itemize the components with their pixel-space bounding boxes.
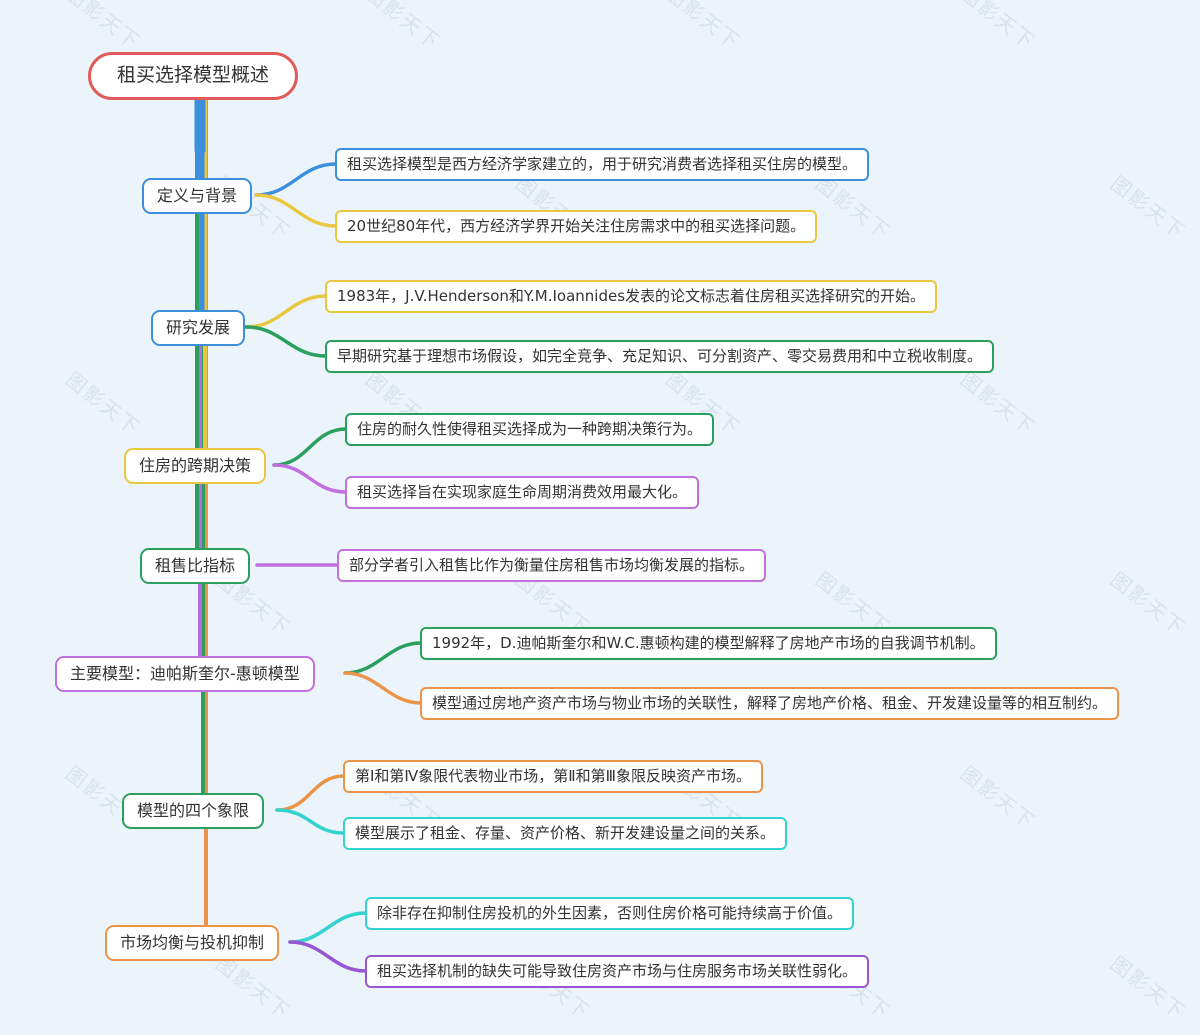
connector-b2-l1: [244, 294, 328, 329]
connector-b2-l2: [244, 325, 328, 358]
connector-b1-l1: [254, 162, 338, 197]
leaf-1980s-background[interactable]: 20世纪80年代，西方经济学界开始关注住房需求中的租买选择问题。: [335, 210, 818, 243]
branch-rent-sale-ratio[interactable]: 租售比指标: [140, 548, 251, 584]
connector-b3-l1: [272, 427, 348, 467]
branch-dipasquale-wheaton-model[interactable]: 主要模型：迪帕斯奎尔-惠顿模型: [55, 656, 315, 692]
leaf-lifecycle-utility[interactable]: 租买选择旨在实现家庭生命周期消费效用最大化。: [345, 476, 700, 509]
connector-b5-l1: [343, 641, 423, 675]
leaf-quadrant-relations[interactable]: 模型展示了租金、存量、资产价格、新开发建设量之间的关系。: [343, 817, 788, 850]
branch-market-equilibrium[interactable]: 市场均衡与投机抑制: [105, 925, 280, 961]
leaf-ideal-market-assumptions[interactable]: 早期研究基于理想市场假设，如完全竞争、充足知识、可分割资产、零交易费用和中立税收…: [325, 340, 995, 373]
connector-b1-l2: [254, 193, 338, 228]
branch-definition-background[interactable]: 定义与背景: [142, 178, 253, 214]
branch-research-development[interactable]: 研究发展: [151, 310, 246, 346]
branch-four-quadrants[interactable]: 模型的四个象限: [122, 793, 265, 829]
connector-b6-l2: [275, 808, 346, 835]
connector-b6-l1: [275, 774, 346, 812]
root-node[interactable]: 租买选择模型概述: [88, 52, 299, 100]
connector-b7-l1: [288, 911, 368, 944]
branch-intertemporal-decision[interactable]: 住房的跨期决策: [124, 448, 267, 484]
connector-b5-l2: [343, 671, 423, 705]
leaf-housing-durability[interactable]: 住房的耐久性使得租买选择成为一种跨期决策行为。: [345, 413, 715, 446]
leaf-model-definition[interactable]: 租买选择模型是西方经济学家建立的，用于研究消费者选择租买住房的模型。: [335, 148, 870, 181]
leaf-1983-paper[interactable]: 1983年，J.V.Henderson和Y.M.Ioannides发表的论文标志…: [325, 280, 938, 313]
leaf-1992-model[interactable]: 1992年，D.迪帕斯奎尔和W.C.惠顿构建的模型解释了房地产市场的自我调节机制…: [420, 627, 997, 660]
connector-b3-l2: [272, 463, 348, 494]
connector-b7-l2: [288, 940, 368, 973]
leaf-speculation-factor[interactable]: 除非存在抑制住房投机的外生因素，否则住房价格可能持续高于价值。: [365, 897, 855, 930]
leaf-mechanism-missing[interactable]: 租买选择机制的缺失可能导致住房资产市场与住房服务市场关联性弱化。: [365, 955, 870, 988]
leaf-rent-sale-ratio-indicator[interactable]: 部分学者引入租售比作为衡量住房租售市场均衡发展的指标。: [337, 549, 767, 582]
leaf-market-linkage[interactable]: 模型通过房地产资产市场与物业市场的关联性，解释了房地产价格、租金、开发建设量等的…: [420, 687, 1120, 720]
leaf-quadrant-meaning[interactable]: 第I和第Ⅳ象限代表物业市场，第Ⅱ和第Ⅲ象限反映资产市场。: [343, 760, 763, 793]
